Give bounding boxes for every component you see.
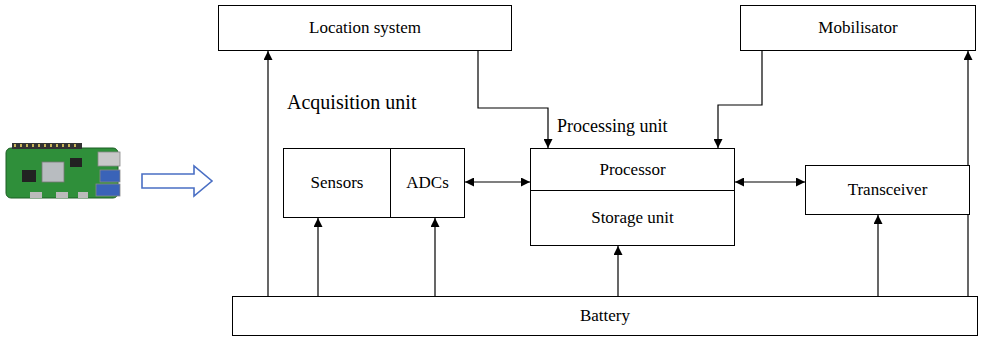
raspberry-pi-board xyxy=(6,143,120,198)
box-label: Transceiver xyxy=(842,180,934,200)
location-box: Location system xyxy=(218,5,512,51)
hollow-arrow xyxy=(142,166,212,196)
box-label: Location system xyxy=(303,18,427,38)
arrow-connector xyxy=(478,51,548,148)
mobilisator-box: Mobilisator xyxy=(740,5,976,51)
arrow-connector xyxy=(267,51,268,296)
arrow-connector xyxy=(718,51,762,148)
group-heading: Acquisition unit xyxy=(287,91,416,114)
arrow-connector xyxy=(317,218,318,296)
arrow-connector xyxy=(465,181,530,182)
adc-box: ADCs xyxy=(390,148,465,218)
processor-box: Processor xyxy=(530,148,735,191)
battery-bar: Battery xyxy=(232,296,978,336)
arrow-connector xyxy=(434,218,435,296)
box-label: Processor xyxy=(593,160,671,180)
arrow-connector xyxy=(735,181,805,182)
box-label: ADCs xyxy=(400,173,455,193)
box-label: Battery xyxy=(574,306,636,326)
transceiver-box: Transceiver xyxy=(805,165,970,215)
box-label: Sensors xyxy=(305,173,370,193)
box-label: Mobilisator xyxy=(812,18,903,38)
box-label: Storage unit xyxy=(585,208,680,228)
arrow-connector xyxy=(617,246,618,296)
group-heading: Processing unit xyxy=(557,116,668,137)
sensor-box: Sensors xyxy=(283,148,391,218)
storage-box: Storage unit xyxy=(530,190,735,246)
arrow-connector xyxy=(877,215,878,296)
